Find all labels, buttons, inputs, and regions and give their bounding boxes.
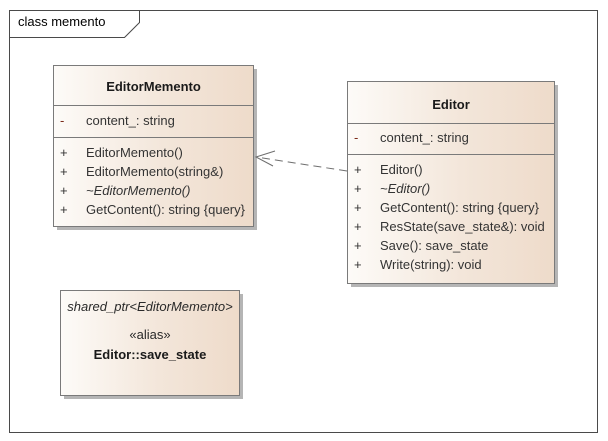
operation-text: ResState(save_state&): void bbox=[380, 219, 545, 234]
operation-row[interactable]: + Editor() bbox=[348, 162, 554, 181]
visibility-marker: + bbox=[60, 183, 68, 198]
operation-text: EditorMemento() bbox=[86, 145, 183, 160]
frame-title: class memento bbox=[18, 14, 106, 29]
visibility-marker: + bbox=[354, 238, 362, 253]
visibility-marker: + bbox=[60, 164, 68, 179]
operations-compartment: + Editor() + ~Editor() + GetContent(): s… bbox=[348, 155, 554, 283]
attributes-compartment: - content_: string bbox=[348, 124, 554, 155]
attributes-compartment: - content_: string bbox=[54, 106, 253, 138]
visibility-marker: + bbox=[354, 219, 362, 234]
operation-row[interactable]: + GetContent(): string {query} bbox=[348, 200, 554, 219]
operation-row[interactable]: + ResState(save_state&): void bbox=[348, 219, 554, 238]
operation-text: Editor() bbox=[380, 162, 423, 177]
frame-title-tab bbox=[9, 10, 140, 38]
operation-row[interactable]: + Save(): save_state bbox=[348, 238, 554, 257]
operation-row[interactable]: + ~EditorMemento() bbox=[54, 183, 253, 202]
operation-row[interactable]: + EditorMemento(string&) bbox=[54, 164, 253, 183]
class-editor-memento[interactable]: EditorMemento - content_: string + Edito… bbox=[53, 65, 254, 227]
operation-text: Save(): save_state bbox=[380, 238, 489, 253]
operation-text: ~Editor() bbox=[380, 181, 431, 196]
dependency-arrowhead bbox=[254, 150, 276, 167]
class-name: Editor bbox=[432, 97, 470, 112]
operations-compartment: + EditorMemento() + EditorMemento(string… bbox=[54, 138, 253, 226]
visibility-marker: + bbox=[60, 202, 68, 217]
operation-text: ~EditorMemento() bbox=[86, 183, 191, 198]
operation-row[interactable]: + ~Editor() bbox=[348, 181, 554, 200]
attribute-row[interactable]: - content_: string bbox=[54, 113, 253, 132]
alias-stereotype: «alias» bbox=[129, 327, 171, 342]
operation-text: GetContent(): string {query} bbox=[380, 200, 539, 215]
visibility-marker: + bbox=[354, 162, 362, 177]
class-header: EditorMemento bbox=[54, 66, 253, 106]
visibility-marker: + bbox=[354, 181, 362, 196]
visibility-marker: + bbox=[60, 145, 68, 160]
attribute-text: content_: string bbox=[86, 113, 175, 128]
class-editor[interactable]: Editor - content_: string + Editor() + ~… bbox=[347, 81, 555, 284]
attribute-row[interactable]: - content_: string bbox=[348, 130, 554, 149]
visibility-marker: + bbox=[354, 257, 362, 272]
alias-target-type: shared_ptr<EditorMemento> bbox=[67, 299, 233, 314]
dependency-line[interactable] bbox=[255, 156, 348, 172]
alias-name: Editor::save_state bbox=[93, 347, 207, 362]
attribute-text: content_: string bbox=[380, 130, 469, 145]
operation-row[interactable]: + Write(string): void bbox=[348, 257, 554, 276]
visibility-marker: - bbox=[354, 130, 359, 145]
operation-text: Write(string): void bbox=[380, 257, 482, 272]
class-header: Editor bbox=[348, 82, 554, 124]
visibility-marker: + bbox=[354, 200, 362, 215]
class-name: EditorMemento bbox=[106, 79, 201, 94]
operation-text: GetContent(): string {query} bbox=[86, 202, 245, 217]
operation-row[interactable]: + GetContent(): string {query} bbox=[54, 202, 253, 221]
visibility-marker: - bbox=[60, 113, 65, 128]
alias-save-state[interactable]: shared_ptr<EditorMemento> «alias» Editor… bbox=[60, 290, 240, 396]
operation-text: EditorMemento(string&) bbox=[86, 164, 224, 179]
operation-row[interactable]: + EditorMemento() bbox=[54, 145, 253, 164]
